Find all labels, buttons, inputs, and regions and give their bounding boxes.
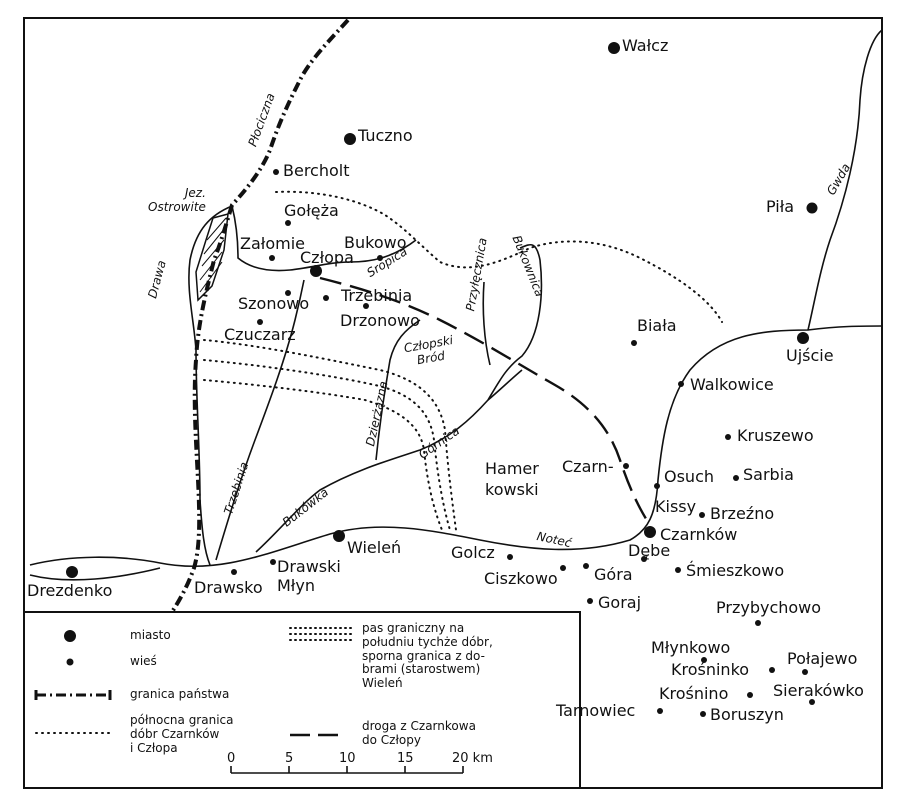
legend-village-symbol <box>66 658 74 666</box>
river-plociczna <box>231 205 417 272</box>
river-trzebinia <box>215 279 305 561</box>
label-polajewo: Połajewo <box>787 649 858 668</box>
label-gora: Góra <box>594 565 633 584</box>
river-gwda <box>807 29 883 331</box>
legend-road-label: droga z Czarnkowa do Człopy <box>362 719 476 747</box>
river-przyleczn <box>482 281 491 366</box>
label-mlynkowo: Młynkowo <box>651 638 731 657</box>
label-drezdenko: Drezdenko <box>27 581 113 600</box>
label-przybychowo: Przybychowo <box>716 598 822 617</box>
river-drawa <box>188 205 233 566</box>
town-dots <box>66 42 818 578</box>
road-czarnkow-czlopa <box>319 276 651 526</box>
label-bercholt: Bercholt <box>283 161 350 180</box>
legend-town-symbol <box>64 630 76 642</box>
label-drawski-mlyn: Drawski Młyn <box>277 557 341 596</box>
label-czarnkow: Czarnków <box>660 525 738 544</box>
label-drawsko: Drawsko <box>194 578 263 597</box>
label-boruszyn: Boruszyn <box>710 705 784 724</box>
scale-tick-15: 15 <box>397 751 414 766</box>
legend-town-label: miasto <box>130 628 171 642</box>
river-notec-branch <box>29 567 161 581</box>
label-debe: Dębe <box>628 541 671 560</box>
label-walcz: Wałcz <box>622 36 669 55</box>
label-kissy: Kissy <box>655 497 697 516</box>
label-kruszewo: Kruszewo <box>737 426 814 445</box>
label-pila: Piła <box>766 197 795 216</box>
label-krosnino: Krośnino <box>659 684 729 703</box>
label-walkowice: Walkowice <box>690 375 774 394</box>
scale-tick-10: 10 <box>339 751 356 766</box>
legend-north-label: północna granica dóbr Czarnków i Człopa <box>130 713 234 755</box>
scale-bar <box>230 766 464 774</box>
label-brzezno: Brzeźno <box>710 504 775 523</box>
label-drzonowo: Drzonowo <box>340 311 420 330</box>
label-tarnowiec: Tarnowiec <box>556 701 636 720</box>
label-trzebinia: Trzebinia <box>341 286 413 305</box>
label-sarbia: Sarbia <box>743 465 794 484</box>
label-golcz: Golcz <box>451 543 495 562</box>
scale-tick-5: 5 <box>285 751 294 766</box>
scale-tick-0: 0 <box>227 751 236 766</box>
disputed-strip <box>203 339 457 531</box>
label-smieszkowo: Śmieszkowo <box>686 561 785 580</box>
scale-tick-20: 20 km <box>452 751 493 766</box>
label-goraj: Goraj <box>598 593 642 612</box>
label-biala: Biała <box>637 316 677 335</box>
label-zalomie: Załomie <box>240 234 305 253</box>
label-tuczno: Tuczno <box>358 126 413 145</box>
river-notec <box>29 325 883 568</box>
rivers <box>29 29 883 581</box>
state-border <box>168 18 350 617</box>
label-krosninko: Krośninko <box>671 660 750 679</box>
label-ujscie: Ujście <box>786 346 834 365</box>
river-gornica <box>487 369 523 401</box>
label-ciszkowo: Ciszkowo <box>484 569 558 588</box>
label-wielen: Wieleń <box>347 538 402 557</box>
legend-strip-symbol <box>289 627 356 641</box>
label-czlopa: Człopa <box>300 248 354 267</box>
label-sierakowko: Sierakówko <box>773 681 864 700</box>
village-dots <box>231 169 815 717</box>
label-czuczarz: Czuczarz <box>224 325 296 344</box>
lake-ostrowite <box>195 212 229 302</box>
label-jez-ostrowite: Jez. Ostrowite <box>148 186 206 215</box>
legend-border-label: granica państwa <box>130 687 230 701</box>
legend-village-label: wieś <box>130 654 157 668</box>
label-goleza: Gołęża <box>284 201 339 220</box>
north-border-dotted <box>275 190 723 323</box>
label-szonowo: Szonowo <box>238 294 310 313</box>
label-czarn: Czarn- <box>562 457 614 476</box>
legend-strip-label: pas graniczny na południu tychże dóbr, s… <box>362 621 493 691</box>
label-bukowo: Bukowo <box>344 233 407 252</box>
label-hamerkowski: Hamer kowski <box>485 459 539 499</box>
river-bukowka <box>255 243 543 553</box>
label-osuch: Osuch <box>664 467 715 486</box>
river-dzierzazna <box>375 319 421 461</box>
legend-box <box>23 611 581 789</box>
